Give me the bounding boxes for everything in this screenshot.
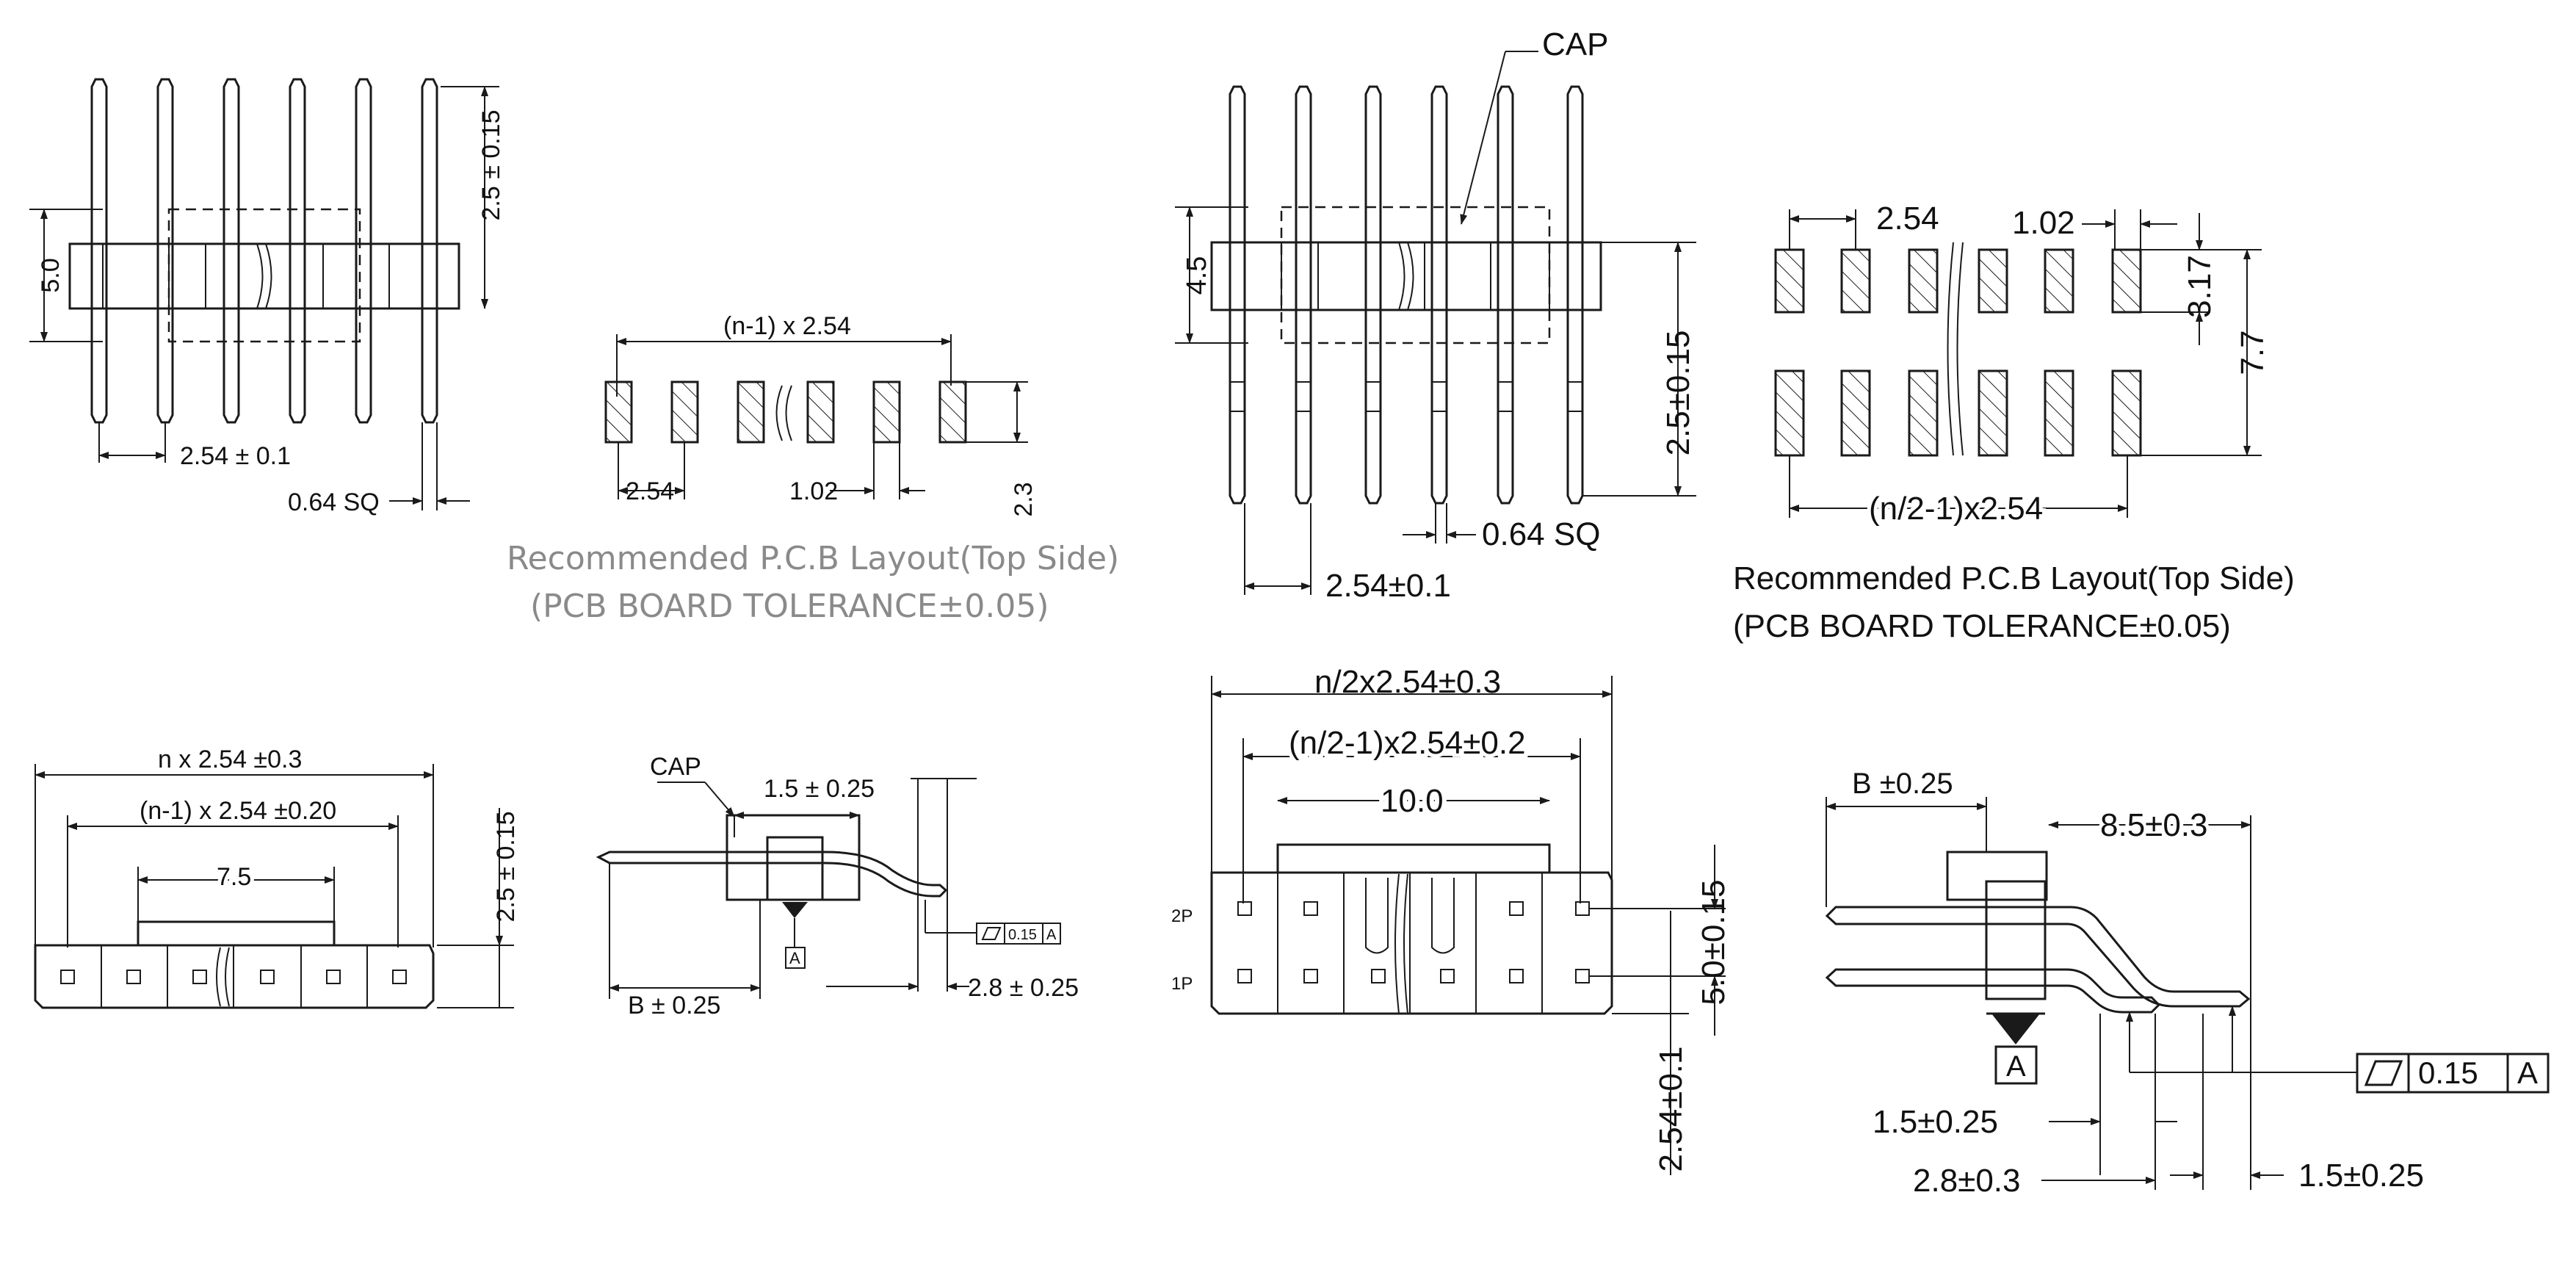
cap-label: CAP <box>1542 26 1608 62</box>
header-body <box>1210 241 1602 311</box>
pcb-pads <box>1774 248 2142 457</box>
dim-pitch-label: 2.54±0.1 <box>1653 1047 1689 1172</box>
dim-pitch-label: 2.54 <box>1876 201 1939 237</box>
lower-pin-profile <box>1825 968 2161 1014</box>
dim-total-label: n x 2.54 ±0.3 <box>158 746 302 773</box>
single-row-pcb-layout: (n-1) x 2.54 2.3 2.54 1.02 Recommended P… <box>507 312 1119 625</box>
dual-row-side-view: B ±0.25 8.5±0.3 A 0.15 A 1.5±0.25 2.8±0.… <box>1825 768 2550 1199</box>
pin-squares <box>60 970 407 984</box>
dim-b2-label: 2.8±0.3 <box>1913 1163 2020 1199</box>
dim-pin-size-label: 0.64 SQ <box>288 488 380 516</box>
pcb-caption-line1: Recommended P.C.B Layout(Top Side) <box>507 540 1119 577</box>
pcb-caption-line1: Recommended P.C.B Layout(Top Side) <box>1733 560 2295 596</box>
dim-offset-label: 2.8 ± 0.25 <box>968 974 1079 1002</box>
dim-row-pitch-label: 5.0±0.15 <box>1696 880 1732 1006</box>
pin-group <box>90 78 438 424</box>
dim-pitch-label: 2.54 ± 0.1 <box>180 442 291 470</box>
row-1p-label: 1P <box>1171 974 1193 994</box>
dim-pad-height-label: 2.3 <box>1010 482 1038 516</box>
dim-pad-width-label: 1.02 <box>2012 205 2075 241</box>
dim-height-label: 2.5 ± 0.15 <box>492 812 520 923</box>
row-2p-label: 2P <box>1171 906 1193 926</box>
single-row-top-view: n x 2.54 ±0.3 (n-1) x 2.54 ±0.20 7.5 2.5… <box>34 746 520 1009</box>
dim-pin-length-label: 2.5 ± 0.15 <box>477 110 505 221</box>
pcb-caption-line2: (PCB BOARD TOLERANCE±0.05) <box>530 588 1049 625</box>
dim-span-label: (n-1) x 2.54 ±0.20 <box>140 797 336 825</box>
dim-span-label: (n/2-1)x2.54±0.2 <box>1289 725 1526 761</box>
dim-height-label: 4.5 <box>1182 256 1212 295</box>
dim-span-label: (n-1) x 2.54 <box>723 312 851 340</box>
dim-total-label: n/2x2.54±0.3 <box>1314 664 1501 700</box>
cap-outline <box>1946 851 2048 901</box>
dim-inner-label: 7.5 <box>217 863 251 891</box>
dim-pad-width-label: 1.02 <box>789 477 838 505</box>
header-body <box>68 242 460 310</box>
cap-label: CAP <box>650 753 701 781</box>
dim-span-label: (n/2-1)x2.54 <box>1869 491 2043 527</box>
cap-outline <box>726 814 861 901</box>
dim-pitch-label: 2.54 <box>626 477 674 505</box>
datum-label: A <box>789 949 800 967</box>
dual-row-pcb-layout: 2.54 1.02 3.17 7.7 (n/2-1)x2.54 <box>1733 201 2295 644</box>
dim-height-label: 5.0 <box>37 258 65 292</box>
header-body <box>34 944 435 1009</box>
upper-pin-profile <box>1825 906 2251 1008</box>
dim-row-gap-label: 3.17 <box>2182 255 2218 318</box>
pin-group <box>1229 85 1584 505</box>
dim-length-label: 8.5±0.3 <box>2100 807 2207 843</box>
tolerance-value: 0.15 <box>2418 1055 2478 1090</box>
dim-b-label: B ±0.25 <box>1852 768 1953 800</box>
dim-inner-label: 10.0 <box>1381 783 1444 819</box>
dim-pin-length-label: 2.5±0.15 <box>1660 331 1696 456</box>
dim-total-height-label: 7.7 <box>2235 330 2271 375</box>
tolerance-value: 0.15 <box>1008 927 1037 943</box>
single-row-side-view: CAP 1.5 ± 0.25 A 0.15 A B ± 0.25 2.8 ± 0… <box>596 753 1079 1019</box>
pcb-caption-line2: (PCB BOARD TOLERANCE±0.05) <box>1733 608 2231 644</box>
pin-squares <box>1237 901 1590 983</box>
dim-pin-size-label: 0.64 SQ <box>1482 516 1600 552</box>
dim-a-label: 1.5±0.25 <box>1873 1104 1998 1140</box>
dim-b-label: B ± 0.25 <box>628 992 720 1019</box>
pcb-pads <box>604 380 967 444</box>
dual-row-front-view: 4.5 2.5±0.15 0.64 SQ 2.54±0.1 CAP <box>1175 26 1696 604</box>
dim-pitch-label: 2.54±0.1 <box>1325 568 1451 604</box>
datum-label: A <box>2006 1050 2026 1083</box>
dual-row-top-view: n/2x2.54±0.3 (n/2-1)x2.54±0.2 10.0 2P 1P… <box>1171 664 1732 1175</box>
tolerance-datum: A <box>1046 927 1057 943</box>
dim-c-label: 1.5±0.25 <box>2298 1158 2424 1194</box>
tolerance-datum: A <box>2517 1055 2538 1090</box>
pin-profile <box>596 851 948 898</box>
single-row-front-view: 5.0 2.5 ± 0.15 2.54 ± 0.1 0.64 SQ <box>29 78 505 516</box>
dim-cap-label: 1.5 ± 0.25 <box>764 775 875 803</box>
header-body <box>1210 871 1613 1015</box>
